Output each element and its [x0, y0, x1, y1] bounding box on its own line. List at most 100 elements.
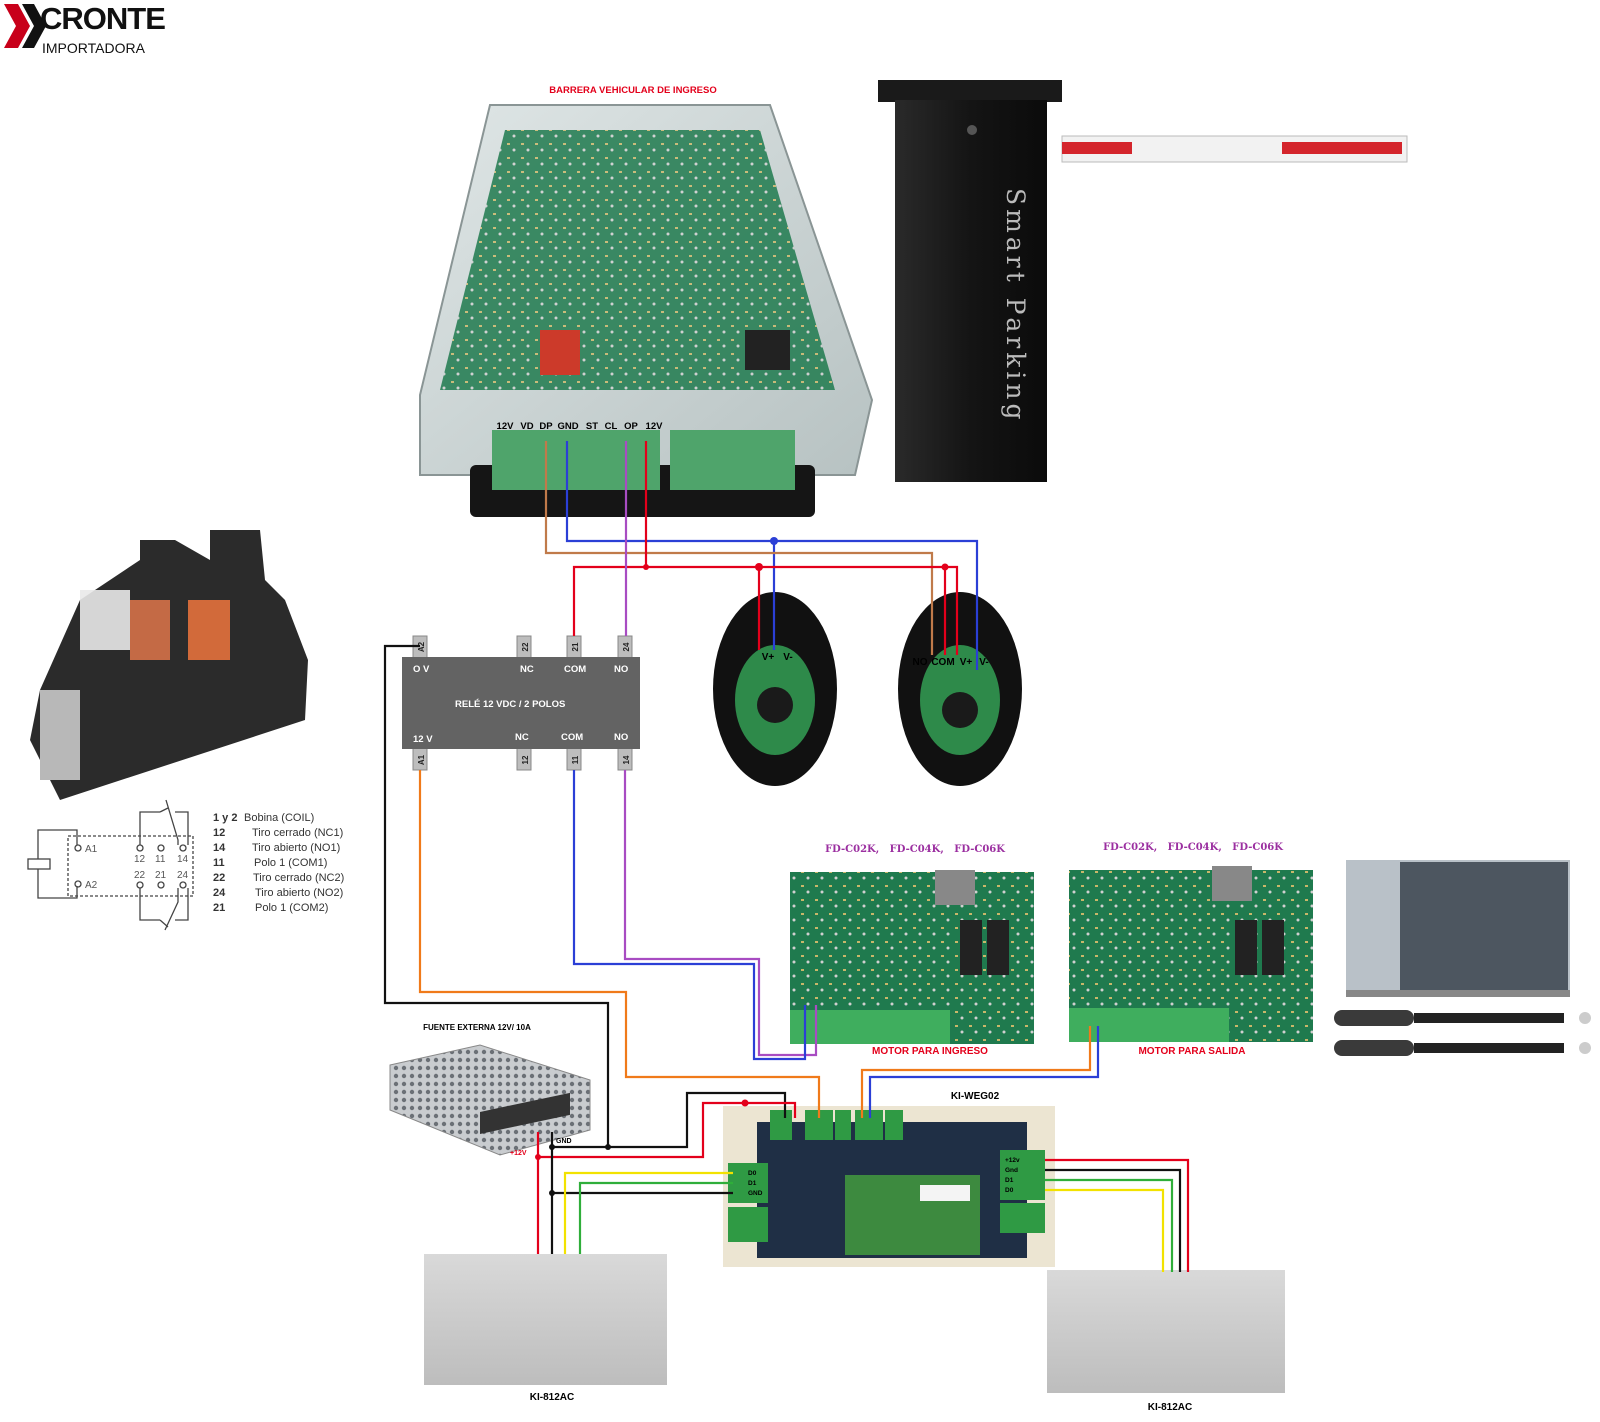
legend-key: 24 [213, 887, 226, 899]
pin-12: 12 [134, 854, 146, 865]
junction-dots [535, 537, 949, 1196]
relay-pin-12: 12 [521, 755, 530, 764]
reader-salida [1047, 1270, 1285, 1393]
wire-r-gnd [1045, 1168, 1182, 1272]
relay-schematic [27, 799, 194, 931]
emitter-v-minus: V- [783, 652, 792, 663]
motor-in-models: FD-C02K, FD-C04K, FD-C06K [825, 844, 1005, 855]
schematic-pin-labels: A1 A2 12 11 14 22 21 24 [85, 844, 189, 891]
emitter-v-plus: V+ [762, 652, 775, 663]
reader-ingreso [424, 1254, 667, 1385]
photocell-emitter: V+ V- [713, 592, 837, 786]
sliding-gate-photo [1346, 860, 1570, 997]
wire-dp-brown [544, 441, 934, 655]
wire-a1-orange [418, 770, 821, 1118]
controller-right-terminals: +12v Gnd D1 D0 [1005, 1157, 1020, 1194]
wire-12v-ki [538, 1101, 797, 1159]
ki-term-d0-r: D0 [1005, 1187, 1014, 1194]
power-supply-title: FUENTE EXTERNA 12V/ 10A [423, 1023, 531, 1032]
relay-label-0v: O V [413, 664, 430, 675]
relay-label-12v: 12 V [413, 734, 433, 745]
wire-reader-d1 [578, 1181, 733, 1254]
pin-a2: A2 [85, 880, 98, 891]
wire-no1-purple [623, 770, 818, 1057]
pin-14: 14 [177, 854, 189, 865]
relay-socket-photo [30, 530, 308, 800]
legend-key: 14 [213, 842, 226, 854]
pin-24: 24 [177, 870, 189, 881]
relay-label-no2: NO [614, 664, 628, 675]
ki-weg02-board [723, 1106, 1055, 1267]
logo-chevron-icon [4, 4, 30, 48]
relay-pin-14: 14 [622, 755, 631, 764]
relay-label-nc1: NC [515, 732, 529, 743]
motor-board-salida [1069, 866, 1313, 1042]
legend-key: 22 [213, 872, 225, 884]
barrier-terminal-labels: 12V VD DP GND ST CL OP 12V [497, 421, 664, 432]
receiver-v-plus: V+ [960, 657, 973, 668]
controller-name: KI-WEG02 [951, 1091, 1000, 1102]
motor-board-ingreso [790, 870, 1034, 1044]
wire-reader-d0 [563, 1171, 733, 1254]
barrier-controller-box [419, 104, 874, 517]
legend-value: Tiro cerrado (NC1) [252, 827, 343, 839]
motor-in-label: MOTOR PARA INGRESO [872, 1046, 988, 1057]
relay-label-com1: COM [561, 732, 583, 743]
reader-ingreso-label: KI-812AC [530, 1392, 574, 1403]
relay-pin-22: 22 [521, 642, 530, 651]
legend-value: Polo 1 (COM2) [255, 902, 328, 914]
legend-value: Tiro cerrado (NC2) [253, 872, 344, 884]
barrier-title: BARRERA VEHICULAR DE INGRESO [549, 85, 717, 96]
ki-term-d1-r: D1 [1005, 1177, 1014, 1184]
cabinet-text: Smart Parking [1001, 188, 1030, 423]
logo-brand: CRONTE [40, 1, 165, 36]
terminal-12v: 12V [497, 421, 515, 432]
receiver-com: COM [931, 657, 954, 668]
receiver-v-minus: V- [979, 657, 988, 668]
wire-gnd-ki [552, 1091, 787, 1149]
terminal-st: ST [586, 421, 598, 432]
ki-term-d1: D1 [748, 1180, 757, 1187]
wire-red-bus [572, 565, 959, 655]
relay-pin-11: 11 [571, 755, 580, 764]
power-supply-plus-label: +12V [510, 1150, 527, 1157]
ki-term-d0: D0 [748, 1170, 757, 1177]
motor-out-label: MOTOR PARA SALIDA [1138, 1046, 1245, 1057]
legend-value: Polo 1 (COM1) [254, 857, 327, 869]
terminal-gnd: GND [557, 421, 578, 432]
ki-term-gnd-r: Gnd [1005, 1167, 1018, 1174]
legend-key: 1 y 2 [213, 812, 237, 824]
terminal-vd: VD [520, 421, 533, 432]
wires [383, 441, 1190, 1272]
controller-left-terminals: D0 D1 GND [748, 1170, 763, 1197]
terminal-op: OP [624, 421, 638, 432]
wire-ki-motor-out-orange [860, 1026, 1092, 1118]
pin-11: 11 [155, 854, 166, 865]
ki-term-12v: +12v [1005, 1157, 1020, 1164]
reader-salida-label: KI-812AC [1148, 1402, 1192, 1413]
wire-r-d1 [1045, 1178, 1174, 1272]
cronte-logo: CRONTE IMPORTADORA [4, 1, 166, 56]
legend-value: Bobina (COIL) [244, 812, 314, 824]
linear-actuators [1334, 1010, 1591, 1056]
relay-pin-21: 21 [571, 642, 580, 651]
power-supply [389, 1044, 591, 1156]
motor-out-models: FD-C02K, FD-C04K, FD-C06K [1103, 842, 1283, 853]
relay-title: RELÉ 12 VDC / 2 POLOS [455, 699, 565, 710]
terminal-12v-2: 12V [646, 421, 664, 432]
logo-sub: IMPORTADORA [42, 40, 146, 56]
legend-key: 11 [213, 857, 225, 869]
wire-r-d0 [1045, 1188, 1165, 1272]
power-supply-gnd-label: GND [556, 1138, 572, 1145]
terminal-dp: DP [539, 421, 553, 432]
wire-a2-black [383, 644, 610, 1147]
pin-a1: A1 [85, 844, 98, 855]
receiver-no: NO [913, 657, 928, 668]
relay-label-com2: COM [564, 664, 586, 675]
relay-label-nc2: NC [520, 664, 534, 675]
ki-term-gnd: GND [748, 1190, 763, 1197]
wire-r-12v [1045, 1158, 1190, 1272]
legend-key: 12 [213, 827, 225, 839]
